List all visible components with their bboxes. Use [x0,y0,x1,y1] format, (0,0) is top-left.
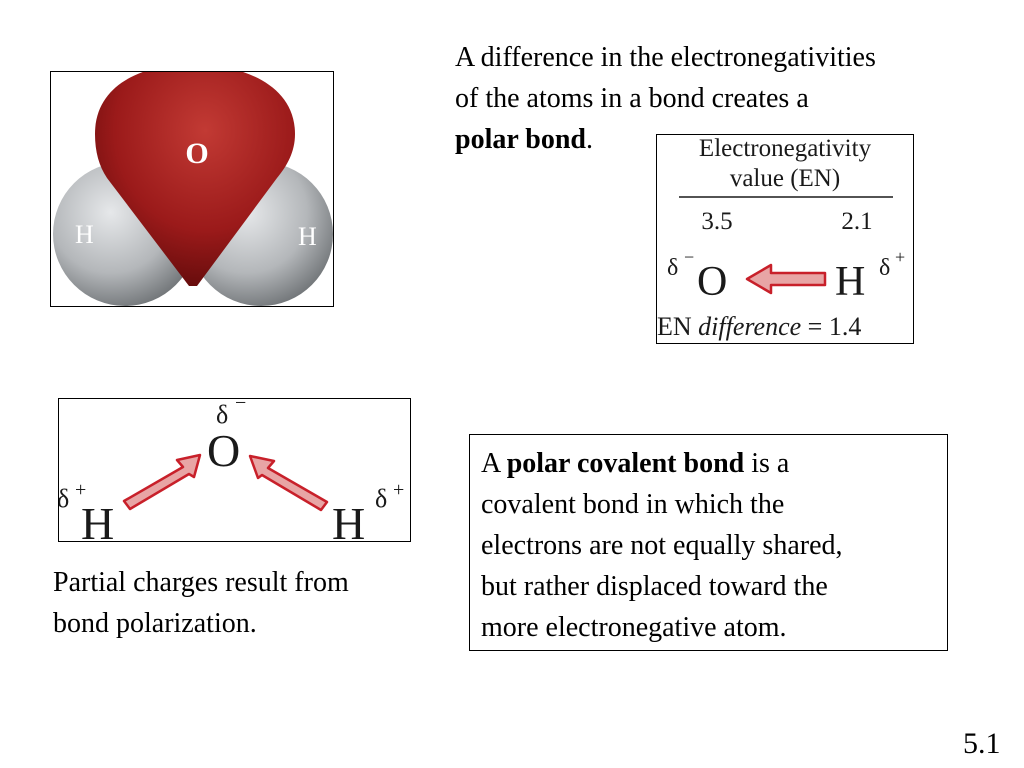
intro-line-3: polar bond. [455,119,1015,160]
en-header-line-2: value (EN) [730,165,840,192]
en-value-hydrogen: 2.1 [841,208,872,235]
plus-sign-left-h: + [75,479,86,501]
polarity-arrow [745,263,827,295]
plus-sign-right-h: + [393,479,404,501]
delta-symbol-left-h: δ [59,484,69,513]
en-difference-word: difference [698,312,801,341]
electronegativity-diagram: Electronegativity value (EN) 3.5 2.1 δ −… [657,135,905,341]
intro-line-2: of the atoms in a bond creates a [455,83,809,114]
hydrogen-left-label: H [75,220,94,249]
en-difference-value: = 1.4 [801,312,861,341]
en-difference-line: EN difference = 1.4 [657,312,861,341]
en-value-oxygen: 3.5 [701,208,732,235]
definition-line-2: covalent bond in which the [481,489,785,520]
plus-sign-hydrogen: + [895,247,905,267]
en-difference-prefix: EN [657,312,698,341]
electronegativity-figure: Electronegativity value (EN) 3.5 2.1 δ −… [656,134,914,344]
hydrogen-right-label: H [298,222,317,251]
arrow-left-to-oxygen [122,453,202,511]
definition-line-1: A polar covalent bond is a [481,443,947,484]
definition-line-3: electrons are not equally shared, [481,530,843,561]
definition-line-5: more electronegative atom. [481,612,787,643]
delta-symbol-oxygen: δ [667,255,678,281]
atom-hydrogen-right: H [332,498,365,541]
partial-charges-figure: δ − O δ + H H δ + [57,392,411,549]
delta-symbol-oxygen: δ [216,400,228,429]
atom-oxygen: O [697,259,727,305]
water-model-image: O H H [53,64,333,306]
caption-line-2: bond polarization. [53,608,257,639]
polar-bond-term: polar bond [455,124,586,155]
intro-line-1: A difference in the electronegativities [455,42,876,73]
atom-hydrogen-left: H [81,498,114,541]
partial-charges-diagram: δ − O δ + H H δ + [57,392,404,549]
definition-line-1-rest: is a [744,448,790,479]
intro-period: . [586,124,593,155]
arrow-right-to-oxygen [248,454,329,512]
slide-number: 5.1 [963,727,1001,760]
intro-text: A difference in the electronegativities … [455,37,1015,160]
polar-covalent-bond-term: polar covalent bond [506,448,745,479]
definition-article: A [481,448,507,479]
oxygen-label: O [185,137,208,170]
polar-covalent-definition-box: A polar covalent bond is a covalent bond… [469,434,948,651]
oxygen-sphere [95,64,295,286]
atom-oxygen: O [207,425,240,476]
definition-line-4: but rather displaced toward the [481,571,828,602]
delta-symbol-hydrogen: δ [879,255,890,281]
minus-sign-oxygen: − [235,399,246,414]
delta-symbol-right-h: δ [375,484,387,513]
en-header-line-1: Electronegativity [699,135,872,162]
partial-charges-caption: Partial charges result from bond polariz… [53,562,433,644]
atom-hydrogen: H [835,259,865,305]
minus-sign-oxygen: − [684,247,694,267]
water-space-filling-model: O H H [50,64,334,307]
caption-line-1: Partial charges result from [53,567,349,598]
